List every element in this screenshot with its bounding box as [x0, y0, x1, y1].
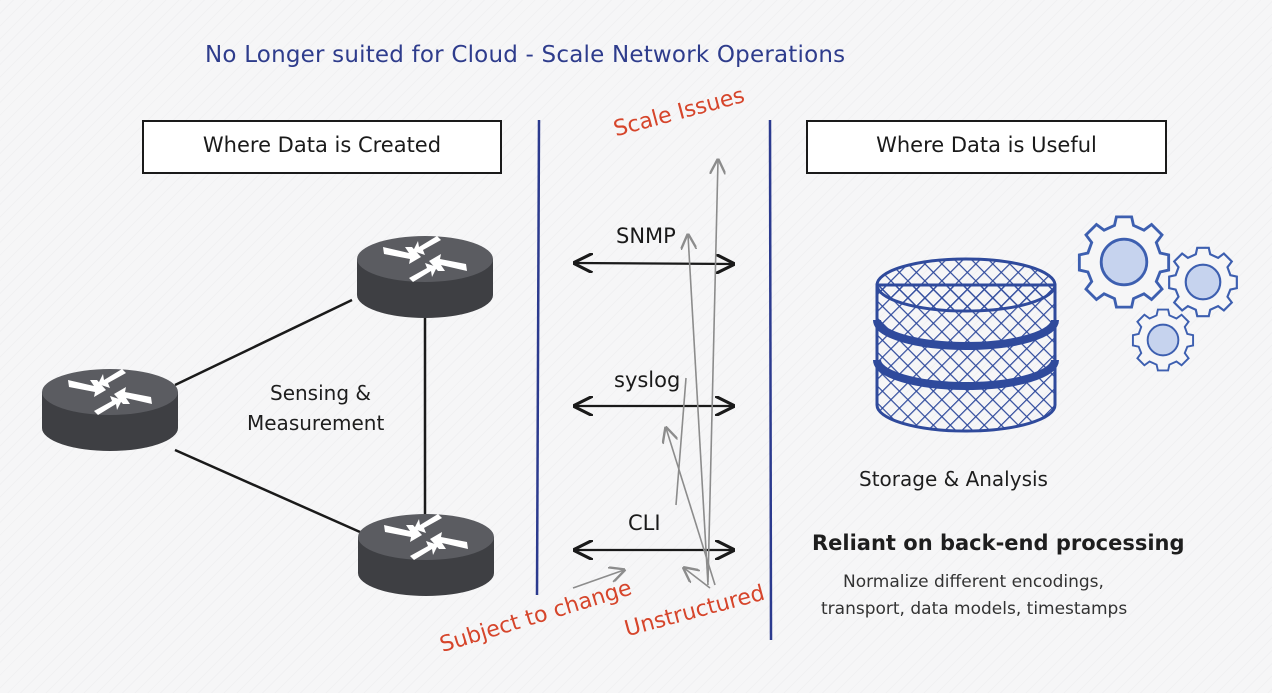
storage-analysis-label: Storage & Analysis [859, 467, 1048, 491]
normalize-line-2: transport, data models, timestamps [821, 599, 1128, 619]
right-divider [768, 119, 773, 641]
router-icon [42, 369, 178, 451]
protocol-label-snmp: SNMP [616, 224, 676, 248]
page-title: No Longer suited for Cloud - Scale Netwo… [205, 42, 846, 68]
measurement-label: Measurement [247, 411, 385, 435]
left-divider [535, 119, 541, 596]
right-header-box [806, 120, 1167, 174]
left-box-label: Where Data is Created [202, 133, 442, 157]
database-icon [873, 257, 1059, 433]
gear-icon [1131, 308, 1195, 372]
router-icon [358, 514, 494, 596]
protocol-label-syslog: syslog [614, 368, 681, 392]
normalize-line-1: Normalize different encodings, [843, 572, 1104, 592]
router-links [174, 298, 427, 534]
protocol-label-cli: CLI [628, 511, 661, 535]
right-box-label: Where Data is Useful [876, 133, 1097, 157]
gear-icon [1168, 246, 1238, 318]
gear-icon [1077, 215, 1171, 309]
left-header-box [142, 120, 502, 174]
reliant-label: Reliant on back-end processing [812, 531, 1185, 555]
snmp-arrow [575, 263, 733, 264]
sensing-label: Sensing & [270, 381, 371, 405]
router-icon [357, 236, 493, 318]
annotation-pointers [572, 160, 718, 589]
